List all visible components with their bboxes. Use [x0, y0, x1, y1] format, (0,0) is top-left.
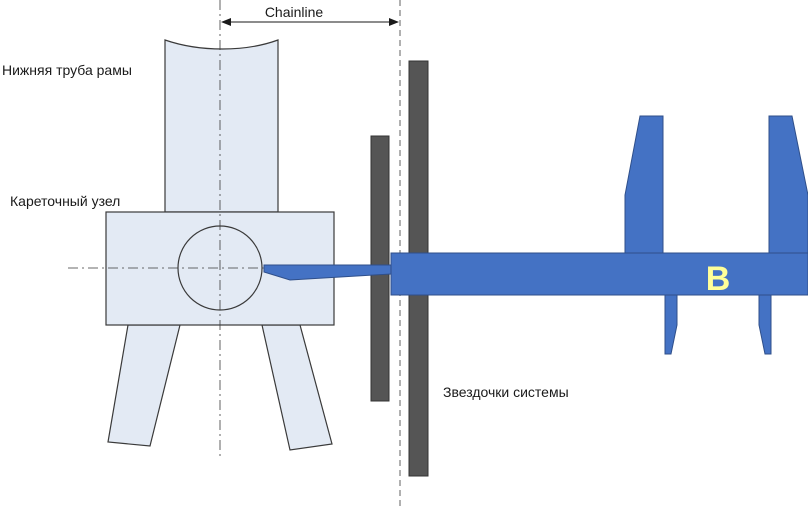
- caliper-upper-jaw-right: [768, 115, 808, 254]
- caliper-lower-jaw-left: [664, 294, 678, 355]
- left-stay: [107, 324, 181, 447]
- caliper-letter: B: [706, 260, 731, 298]
- bottom-bracket-label: Кареточный узел: [10, 193, 120, 209]
- chainrings-label: Звездочки системы: [443, 384, 569, 400]
- caliper-lower-jaw-right: [758, 294, 772, 355]
- chainline-label: Chainline: [265, 4, 324, 20]
- arrow-right-icon: [389, 18, 399, 26]
- caliper-beam: [390, 252, 808, 296]
- down-tube-label: Нижняя труба рамы: [2, 62, 132, 78]
- right-stay: [261, 324, 333, 451]
- caliper-upper-jaw-left: [624, 115, 664, 254]
- down-tube: [164, 39, 279, 213]
- arrow-left-icon: [221, 18, 231, 26]
- caliper-probe: [263, 264, 392, 281]
